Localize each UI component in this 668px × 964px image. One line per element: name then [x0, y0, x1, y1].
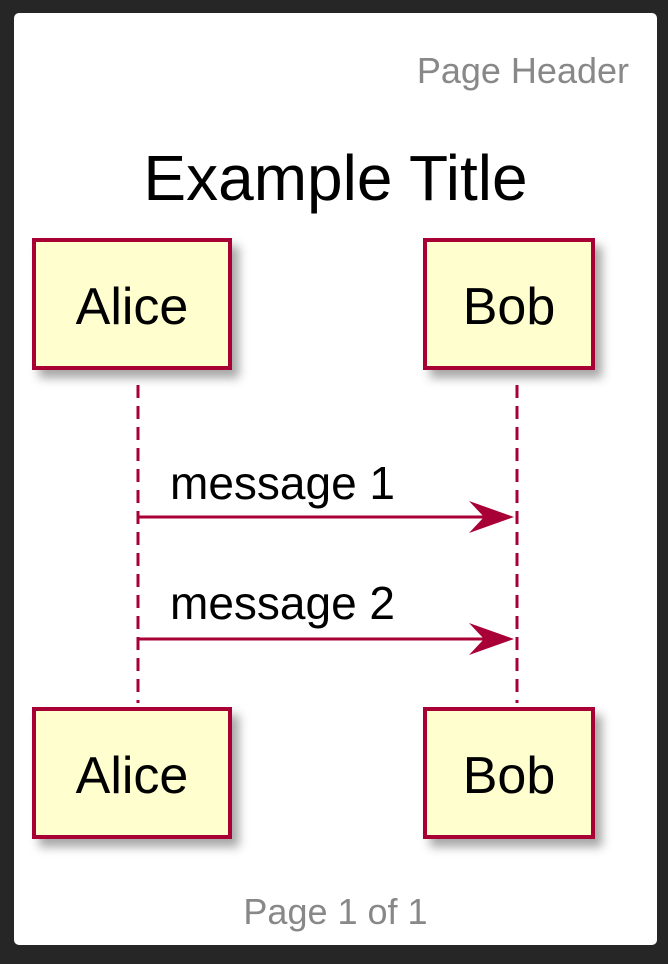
sequence-diagram: Alice Bob message 1 message 2 Alice Bob — [32, 238, 595, 839]
message-arrow-2: message 2 — [138, 577, 514, 655]
participant-label: Bob — [463, 278, 556, 336]
participant-label: Alice — [76, 747, 189, 805]
participant-bob-top: Bob — [423, 238, 595, 370]
participant-label: Bob — [463, 747, 556, 805]
page-frame: Page Header Example Title Alice Bob mess… — [14, 13, 657, 945]
page-header: Page Header — [416, 50, 629, 91]
page-footer: Page 1 of 1 — [243, 891, 428, 932]
message-arrow-1: message 1 — [138, 457, 514, 533]
participant-alice-bottom: Alice — [32, 707, 232, 839]
arrowhead-1 — [469, 501, 514, 533]
message-label-1: message 1 — [170, 457, 395, 509]
participant-bob-bottom: Bob — [423, 707, 595, 839]
participant-label: Alice — [76, 278, 189, 336]
participant-alice-top: Alice — [32, 238, 232, 370]
arrowhead-2 — [469, 623, 514, 655]
message-label-2: message 2 — [170, 577, 395, 629]
diagram-title: Example Title — [143, 142, 528, 214]
